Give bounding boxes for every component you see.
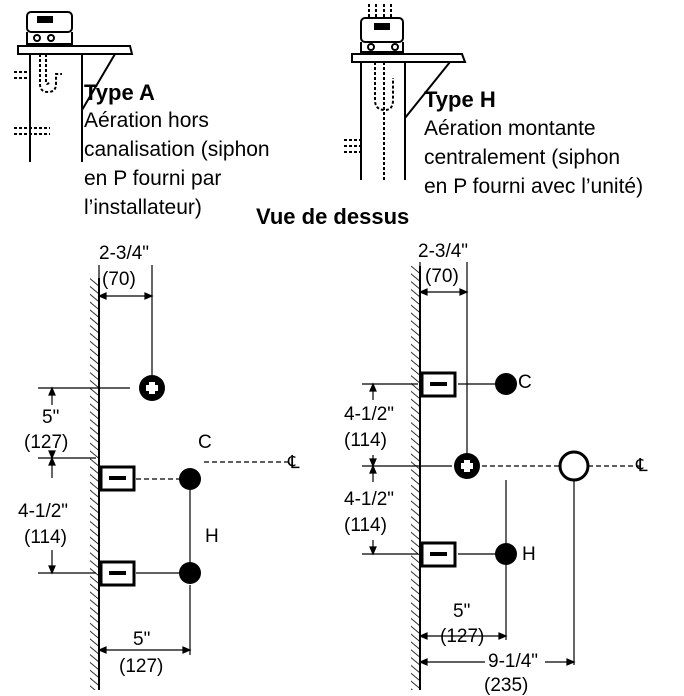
left-wall <box>90 278 100 690</box>
left-bottom-dim-mm: (127) <box>119 656 164 677</box>
type-a-unit-illustration <box>14 11 134 162</box>
right-dim-1: 4-1/2" <box>344 404 395 425</box>
left-dim-1: 5" <box>42 407 60 428</box>
cold-supply-dot <box>495 373 517 395</box>
type-a-desc-line: en P fourni par <box>84 167 222 190</box>
right-dim-2-mm: (114) <box>344 515 387 536</box>
right-dim-3-mm: (127) <box>440 626 485 647</box>
hot-supply-dot <box>179 562 201 584</box>
hot-supply-dot <box>495 543 517 565</box>
type-a-title: Type A <box>84 80 155 105</box>
left-top-dim-mm: (70) <box>102 269 136 290</box>
left-bottom-dim: 5" <box>133 629 151 650</box>
right-label-c: C <box>518 372 532 393</box>
right-label-h: H <box>522 544 536 565</box>
right-dimension-lines <box>362 262 640 666</box>
type-h-desc-line: en P fourni avec l’unité) <box>424 175 644 198</box>
type-a-desc-line: Aération hors <box>84 109 209 132</box>
left-dim-2: 4-1/2" <box>18 501 69 522</box>
cold-supply-dot <box>179 468 201 490</box>
right-wall <box>411 266 421 690</box>
type-h-desc-line: Aération montante <box>424 117 596 140</box>
left-dim-2-mm: (114) <box>24 527 67 548</box>
right-top-dim: 2-3/4" <box>418 241 469 262</box>
left-top-dim: 2-3/4" <box>99 243 150 264</box>
open-drain-circle <box>558 450 590 482</box>
type-a-desc-line: canalisation (siphon <box>84 138 270 161</box>
left-dimension-lines <box>38 265 290 655</box>
right-fixtures <box>420 371 590 568</box>
type-h-desc-line: centralement (siphon <box>424 146 621 169</box>
right-dim-2: 4-1/2" <box>344 489 395 510</box>
left-label-h: H <box>205 526 219 547</box>
right-top-dim-mm: (70) <box>425 266 459 287</box>
left-label-c: C <box>198 432 212 453</box>
left-dim-1-mm: (127) <box>24 432 69 453</box>
right-dim-4: 9-1/4" <box>488 651 539 672</box>
right-centerline-symbol: ℄ <box>636 455 648 475</box>
left-centerline-symbol: ℄ <box>288 452 300 472</box>
type-a-desc-line: l’installateur) <box>84 196 202 219</box>
view-title: Vue de dessus <box>256 204 410 229</box>
left-fixtures <box>99 375 201 587</box>
right-dim-3: 5" <box>453 601 471 622</box>
right-dim-1-mm: (114) <box>344 430 387 451</box>
right-dim-4-mm: (235) <box>484 675 529 696</box>
type-h-title: Type H <box>424 87 496 112</box>
type-h-unit-illustration <box>344 4 467 180</box>
